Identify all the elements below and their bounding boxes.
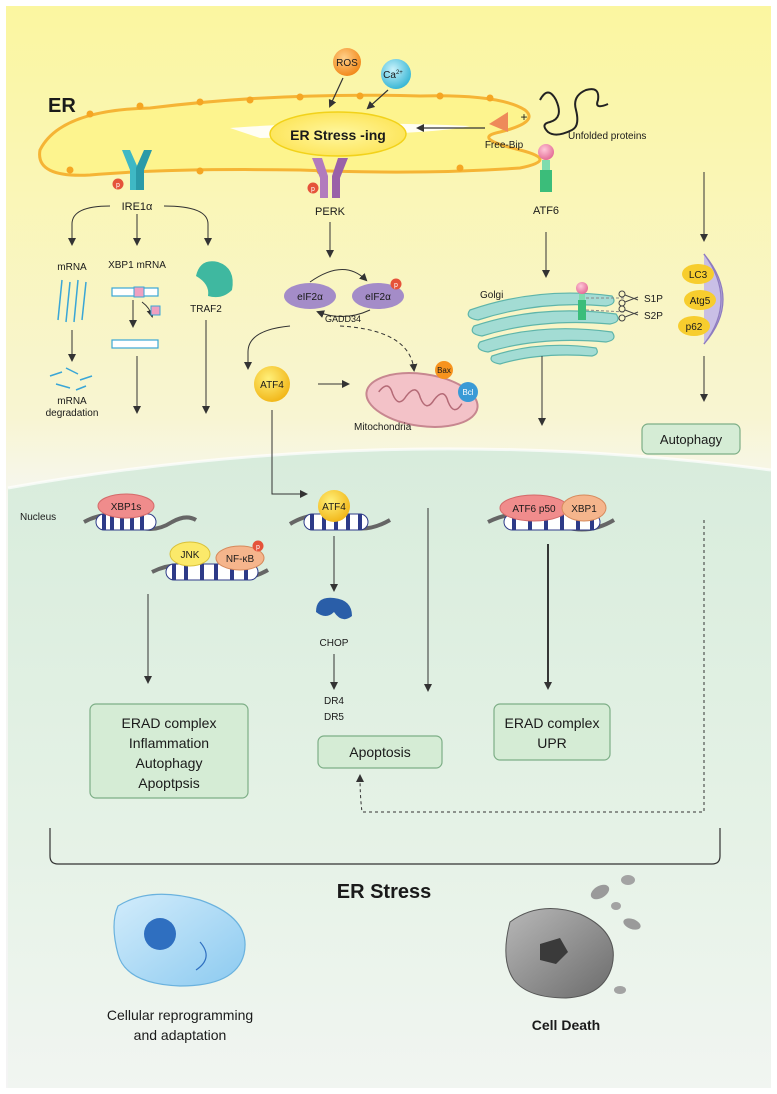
apoptosis-label: Apoptosis bbox=[349, 744, 410, 760]
adaptation-label-2: and adaptation bbox=[134, 1027, 227, 1043]
eif2a-phospho-label: eIF2α bbox=[365, 292, 391, 303]
ire1-phospho-label: p bbox=[116, 182, 120, 189]
eif2a-label: eIF2α bbox=[297, 292, 323, 303]
left-box-line-2: Inflammation bbox=[129, 735, 209, 751]
autophagy-box bbox=[641, 423, 741, 455]
er-stress-label: ER Stress -ing bbox=[290, 127, 386, 143]
traf2-icon bbox=[196, 261, 233, 298]
summary-bracket bbox=[49, 828, 721, 865]
traf2-label: TRAF2 bbox=[190, 304, 222, 315]
eif2a-protein bbox=[284, 283, 336, 309]
eif2a-phospho-mark: p bbox=[394, 282, 398, 289]
ros-label: ROS bbox=[336, 58, 358, 69]
eif2a-phospho-icon bbox=[390, 278, 402, 290]
atf6p50-label: ATF6 p50 bbox=[512, 504, 556, 515]
perk-phospho-icon bbox=[307, 182, 319, 194]
scissors-s1p-icon bbox=[618, 290, 639, 307]
xbp1-mrna-icon bbox=[111, 286, 159, 298]
bcl-protein bbox=[458, 382, 478, 402]
eif2a-phospho-protein bbox=[352, 283, 404, 309]
nfkb-phospho-icon bbox=[252, 540, 264, 552]
scissors-s2p-icon bbox=[618, 305, 639, 322]
dna-xbp1s-icon bbox=[83, 493, 198, 531]
atf4-protein bbox=[254, 366, 290, 402]
atf6-receptor-icon bbox=[538, 144, 554, 192]
chop-icon bbox=[316, 597, 352, 620]
right-box-line-1: ERAD complex bbox=[505, 715, 600, 731]
p62-label: p62 bbox=[686, 322, 703, 333]
dna-jnk-nfkb-icon bbox=[151, 541, 269, 581]
plus-sign: + bbox=[520, 110, 527, 124]
bcl-label: Bcl bbox=[462, 388, 473, 397]
nfkb-phospho-label: p bbox=[256, 544, 260, 551]
ire1a-label: IRE1α bbox=[122, 201, 153, 213]
dr5-label: DR5 bbox=[324, 712, 344, 723]
nucleus-xbp1-label: XBP1 bbox=[571, 504, 597, 515]
nfkb-label: NF-κB bbox=[226, 554, 255, 565]
er-stress-summary-label: ER Stress bbox=[337, 881, 432, 903]
chop-label: CHOP bbox=[320, 638, 349, 649]
lc3-protein bbox=[682, 264, 714, 284]
mrna-fragments-icon bbox=[49, 367, 93, 391]
s1p-label: S1P bbox=[644, 294, 663, 305]
golgi-label: Golgi bbox=[480, 290, 503, 301]
left-box-line-3: Autophagy bbox=[136, 755, 203, 771]
bax-protein bbox=[435, 361, 453, 379]
jnk-label: JNK bbox=[181, 550, 200, 561]
atf4-label: ATF4 bbox=[260, 380, 284, 391]
ire1-phospho-icon bbox=[112, 178, 124, 190]
calcium-label: Ca2+ bbox=[383, 70, 403, 81]
erad-inflammation-box bbox=[89, 703, 249, 799]
xbp1s-label: XBP1s bbox=[111, 502, 142, 513]
nucleus-label: Nucleus bbox=[20, 512, 56, 523]
dr4-label: DR4 bbox=[324, 696, 344, 707]
atg5-protein bbox=[684, 290, 716, 310]
bax-label: Bax bbox=[437, 366, 451, 375]
perk-receptor-icon bbox=[312, 158, 348, 198]
ros-molecule bbox=[333, 48, 361, 76]
mrna-degradation-label-2: degradation bbox=[46, 408, 99, 419]
s2p-label: S2P bbox=[644, 311, 663, 322]
adaptation-label-1: Cellular reprogramming bbox=[107, 1007, 253, 1023]
apoptosis-box bbox=[317, 735, 443, 769]
spliced-xbp1-icon bbox=[111, 339, 159, 349]
dna-atf6-xbp1-icon bbox=[487, 494, 616, 532]
adapted-cell-icon bbox=[113, 893, 246, 987]
er-label: ER bbox=[48, 95, 76, 117]
free-bip-icon bbox=[489, 112, 508, 132]
dna-atf4-icon bbox=[288, 490, 391, 531]
atg5-label: Atg5 bbox=[690, 296, 711, 307]
unfolded-protein-icon bbox=[539, 88, 609, 136]
autophagy-box-label: Autophagy bbox=[660, 432, 723, 447]
mrna-strands-icon bbox=[57, 279, 87, 323]
mitochondria-label: Mitochondria bbox=[354, 422, 412, 433]
left-box-line-1: ERAD complex bbox=[122, 715, 217, 731]
atf6-label: ATF6 bbox=[533, 205, 559, 217]
mrna-degradation-label-1: mRNA bbox=[57, 396, 87, 407]
dying-cell-icon bbox=[505, 875, 641, 999]
gadd34-label: GADD34 bbox=[325, 314, 361, 324]
mrna-label: mRNA bbox=[57, 262, 87, 273]
intron-fragment-icon bbox=[150, 305, 161, 316]
cell-death-label: Cell Death bbox=[532, 1017, 600, 1033]
erad-upr-box bbox=[493, 703, 611, 761]
atf6-in-golgi-icon bbox=[576, 282, 588, 320]
left-box-line-4: Apoptpsis bbox=[138, 775, 199, 791]
ire1a-receptor-icon bbox=[122, 150, 152, 190]
p62-protein bbox=[678, 316, 710, 336]
perk-phospho-label: p bbox=[311, 186, 315, 193]
perk-label: PERK bbox=[315, 206, 346, 218]
unfolded-proteins-label: Unfolded proteins bbox=[568, 131, 646, 142]
xbp1-mrna-label: XBP1 mRNA bbox=[108, 260, 166, 271]
free-bip-label: Free-Bip bbox=[485, 140, 524, 151]
mitochondria-icon bbox=[365, 372, 479, 428]
nucleus-atf4-label: ATF4 bbox=[322, 502, 346, 513]
calcium-ion bbox=[381, 59, 411, 89]
right-box-line-2: UPR bbox=[537, 735, 567, 751]
lc3-label: LC3 bbox=[689, 270, 708, 281]
er-stress-ellipse bbox=[269, 111, 407, 157]
